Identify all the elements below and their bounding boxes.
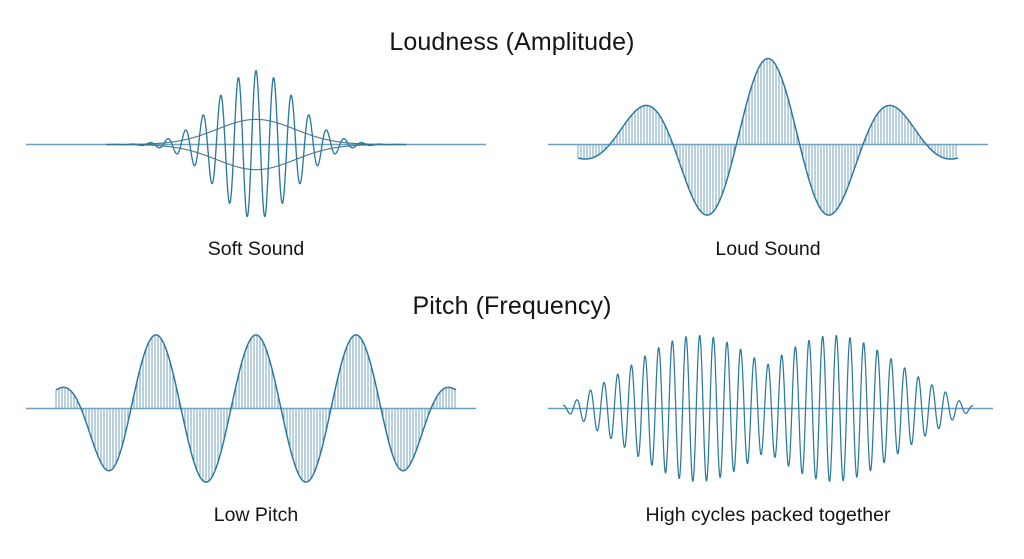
- panel-soft-sound: Soft Sound: [0, 57, 512, 261]
- waveform-trace: [105, 69, 407, 218]
- waveform-hatch-fill: [577, 58, 957, 216]
- label-low-pitch: Low Pitch: [213, 504, 299, 526]
- low-pitch-svg: [26, 334, 476, 483]
- panel-low-pitch: Low Pitch: [0, 321, 512, 527]
- section-title-loudness: Loudness (Amplitude): [389, 28, 635, 56]
- loud-sound-svg: [548, 57, 988, 216]
- high-pitch-svg: [548, 334, 993, 482]
- waveform-loud-sound: [538, 57, 998, 232]
- waveform-trace: [577, 57, 959, 216]
- label-high-pitch: High cycles packed together: [645, 504, 891, 526]
- waveform-low-pitch: [26, 321, 486, 496]
- section-loudness: Loudness (Amplitude) Soft Sound Loud Sou…: [0, 28, 1024, 261]
- soft-sound-svg: [26, 69, 486, 218]
- panel-loud-sound: Loud Sound: [512, 57, 1024, 261]
- waveform-hatch-fill: [55, 334, 456, 483]
- section-pitch: Pitch (Frequency) Low Pitch High cycles …: [0, 280, 1024, 559]
- pitch-panels: Low Pitch High cycles packed together: [0, 321, 1024, 527]
- label-loud-sound: Loud Sound: [715, 238, 821, 260]
- section-title-pitch: Pitch (Frequency): [412, 292, 612, 320]
- loudness-panels: Soft Sound Loud Sound: [0, 57, 1024, 261]
- label-soft-sound: Soft Sound: [207, 238, 305, 260]
- panel-high-pitch: High cycles packed together: [512, 321, 1024, 527]
- waveform-soft-sound: [26, 57, 486, 232]
- waveform-high-pitch: [538, 321, 998, 496]
- waveform-trace: [562, 334, 974, 482]
- waveform-trace: [55, 334, 457, 483]
